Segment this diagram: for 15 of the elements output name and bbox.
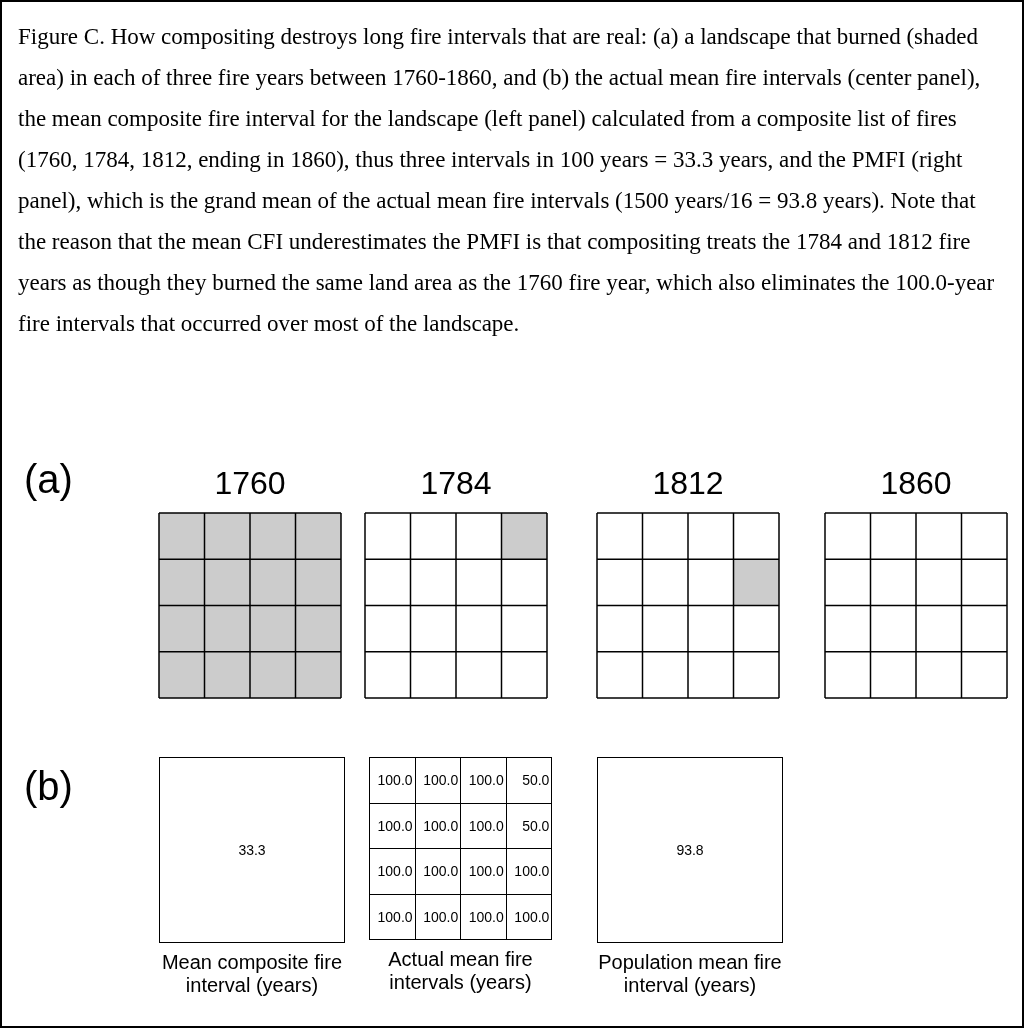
year-heading: 1760	[213, 465, 287, 501]
year-heading: 1860	[879, 465, 953, 501]
composite-interval-panel	[159, 757, 345, 943]
panel-letter: (a)	[24, 457, 73, 501]
year-heading: 1784	[419, 465, 493, 501]
interval-value: 93.8	[676, 842, 704, 858]
population-interval-panel	[597, 757, 783, 943]
interval-value: 33.3	[238, 842, 266, 858]
interval-grid	[369, 757, 552, 940]
year-heading: 1812	[651, 465, 725, 501]
panel-caption: Population mean fire interval (years)	[597, 951, 783, 997]
panel-caption: Actual mean fire intervals (years)	[387, 948, 534, 994]
panel-letter: (b)	[24, 764, 73, 808]
figure-caption: Figure C. How compositing destroys long fire intervals that are real: (a) a landscape that burned (shaded area) in each of three fire years between 1760-1860, and (b) the actual mean fire intervals (center panel), the mean composite fire interval for the landscape (left panel) calculated from a composite list of fires (1760, 1784, 1812, ending in 1860), thus three intervals in 100 years = 33.3 years, and the PMFI (right panel), which is the grand mean of the actual mean fire intervals (1500 years/16 = 93.8 years). Note that the reason that the mean CFI underestimates the PMFI is that compositing treats the 1784 and 1812 fire years as though they burned the same land area as the 1760 fire year, which also eliminates the 100.0-year fire intervals that occurred over most of the landscape.	[18, 23, 996, 338]
panel-caption: Mean composite fire interval (years)	[160, 951, 344, 997]
